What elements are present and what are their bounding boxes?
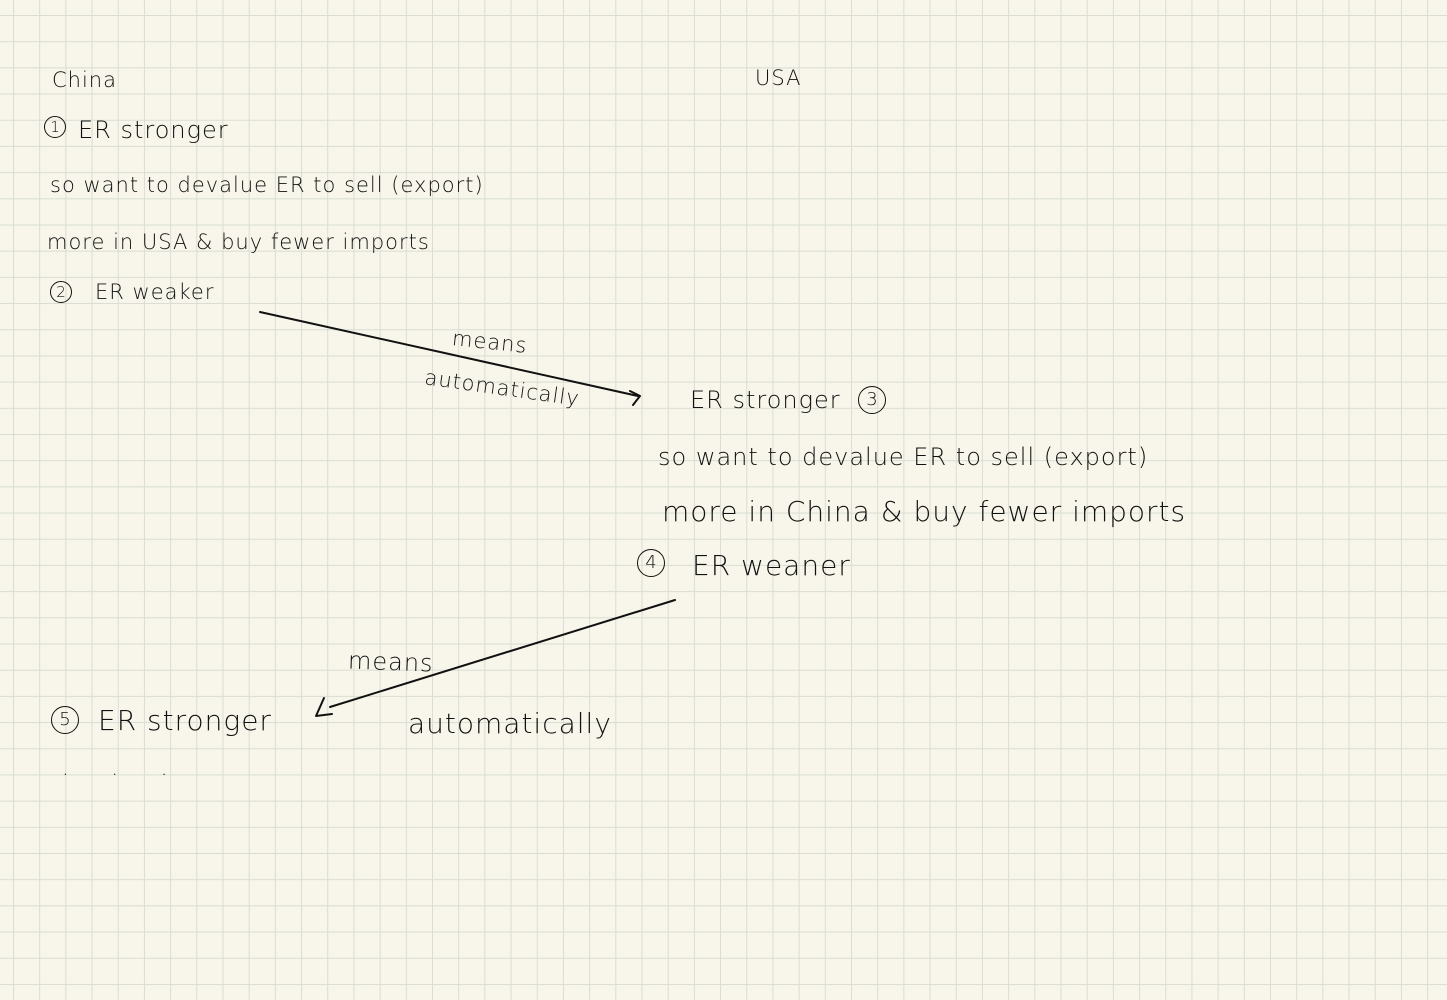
step-4-number: 4 [637, 549, 665, 577]
step-5-number: 5 [51, 706, 79, 734]
arrow-1-head [629, 390, 641, 406]
heading-china: China [52, 68, 117, 92]
step-5-continuation: . . . [62, 756, 186, 780]
step-3-number: 3 [858, 386, 886, 414]
step-2-label: ER weaker [95, 280, 215, 304]
heading-usa: USA [755, 66, 802, 90]
step-3-line-2: more in China & buy fewer imports [662, 495, 1187, 528]
step-3-line-1: so want to devalue ER to sell (export) [658, 443, 1149, 471]
step-1-label: ER stronger [78, 116, 229, 144]
step-3-label: ER stronger [690, 386, 841, 414]
arrow-2-head [315, 697, 333, 717]
step-4-label: ER weaner [692, 549, 851, 582]
step-1-line-1: so want to devalue ER to sell (export) [50, 173, 484, 197]
step-1-line-2: more in USA & buy fewer imports [47, 230, 430, 254]
arrow-2-label-above: means [347, 646, 435, 678]
arrow-1-label-below: automatically [423, 365, 582, 411]
step-2-number: 2 [50, 281, 72, 303]
step-5-label: ER stronger [98, 704, 272, 737]
step-1-number: 1 [44, 116, 66, 138]
arrow-1-label-above: means [451, 326, 529, 358]
arrow-2-label-below: automatically [408, 707, 612, 740]
